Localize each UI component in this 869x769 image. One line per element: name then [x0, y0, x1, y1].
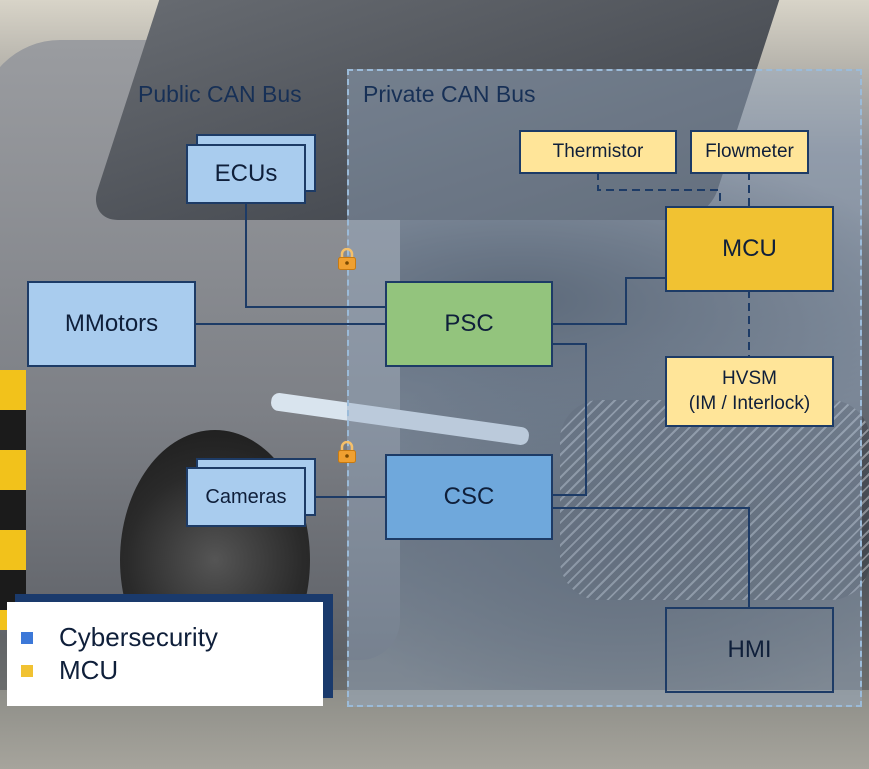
mcu-label: MCU [722, 235, 777, 262]
legend-label-mcu: MCU [59, 655, 119, 685]
psc-node[interactable]: PSC [385, 281, 553, 367]
wire-csc-hmi [552, 507, 750, 607]
cameras-label: Cameras [205, 485, 287, 508]
thermistor-node[interactable]: Thermistor [519, 130, 677, 174]
csc-node[interactable]: CSC [385, 454, 553, 540]
wire-thermistor-mcu [597, 172, 721, 206]
wire-ecus-psc [245, 203, 385, 308]
mcu-node[interactable]: MCU [665, 206, 834, 292]
padlock-icon [338, 248, 356, 270]
vehicle-grille-photo [560, 400, 869, 600]
public-can-bus-label: Public CAN Bus [138, 81, 302, 107]
ecus-label: ECUs [214, 160, 278, 187]
hmi-node[interactable]: HMI [665, 607, 834, 693]
safety-pole-photo [0, 370, 26, 630]
padlock-icon [338, 441, 356, 463]
ecus-node[interactable]: ECUs [186, 144, 306, 204]
hmi-label: HMI [727, 636, 772, 663]
cameras-node[interactable]: Cameras [186, 467, 306, 527]
flowmeter-node[interactable]: Flowmeter [690, 130, 809, 174]
legend-swatch-mcu [21, 664, 33, 677]
legend-item-mcu: MCU [21, 655, 118, 686]
psc-label: PSC [444, 310, 494, 337]
wire-psc-csc [552, 343, 587, 496]
private-can-bus-label: Private CAN Bus [363, 81, 536, 107]
legend-swatch-cybersecurity [21, 631, 33, 644]
legend-item-cybersecurity: Cybersecurity [21, 622, 218, 653]
mmotors-node[interactable]: MMotors [27, 281, 196, 367]
legend: Cybersecurity MCU [7, 594, 333, 706]
flowmeter-label: Flowmeter [705, 141, 794, 162]
mmotors-label: MMotors [64, 310, 159, 337]
legend-box: Cybersecurity MCU [7, 602, 323, 706]
csc-label: CSC [443, 483, 495, 510]
thermistor-label: Thermistor [552, 141, 644, 162]
wire-psc-mcu [552, 277, 665, 325]
legend-label-cybersecurity: Cybersecurity [59, 622, 218, 652]
hvsm-label: HVSM [722, 367, 777, 389]
hvsm-node[interactable]: HVSM (IM / Interlock) [665, 356, 834, 427]
hvsm-sublabel: (IM / Interlock) [688, 392, 811, 414]
